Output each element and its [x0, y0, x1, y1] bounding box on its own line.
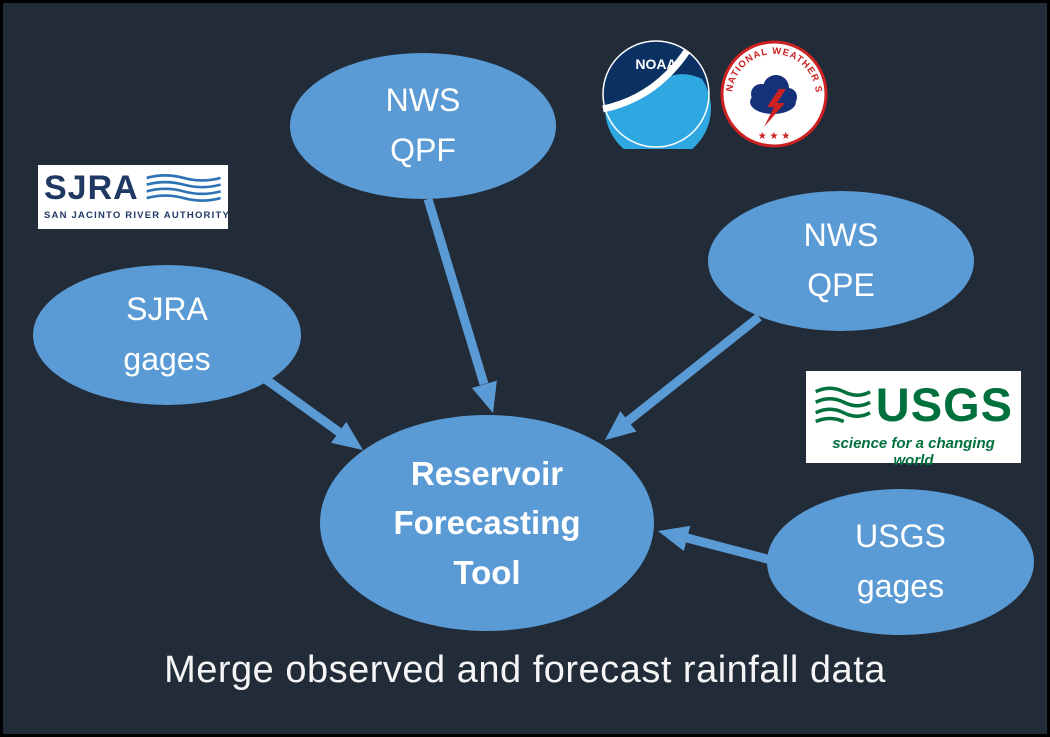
node-nws-qpf-line1: NWS	[385, 82, 461, 119]
node-sjra-gages-line1: SJRA	[126, 291, 208, 328]
noaa-logo: NOAA	[601, 39, 711, 162]
sjra-waves-icon	[146, 174, 221, 202]
arrow-qpe-head-icon	[605, 411, 637, 440]
node-sjra-gages: SJRA gages	[33, 265, 301, 405]
nws-logo: NATIONAL WEATHER SERVICE ★ ★ ★	[715, 31, 829, 149]
node-nws-qpe: NWS QPE	[708, 191, 974, 331]
noaa-emblem-icon: NOAA	[602, 40, 711, 162]
usgs-logo: USGS science for a changing world	[806, 371, 1021, 469]
arrow-qpe-to-tool	[625, 313, 762, 425]
node-nws-qpe-line1: NWS	[803, 217, 879, 254]
arrow-qpf-head-icon	[471, 380, 497, 413]
node-usgs-gages: USGS gages	[767, 489, 1034, 635]
node-nws-qpf: NWS QPF	[290, 53, 556, 199]
node-usgs-gages-line2: gages	[856, 568, 945, 604]
node-tool-line3: Tool	[453, 553, 521, 591]
arrow-qpf-to-tool	[423, 197, 489, 386]
noaa-acronym: NOAA	[635, 56, 676, 72]
arrow-usgs-head-icon	[658, 525, 691, 551]
caption: Merge observed and forecast rainfall dat…	[164, 649, 886, 691]
node-tool-line2: Forecasting	[393, 504, 581, 542]
node-reservoir-forecasting-tool: Reservoir Forecasting Tool	[320, 415, 654, 631]
node-nws-qpe-line2: QPE	[807, 267, 875, 303]
nws-lightning-icon	[764, 89, 786, 127]
usgs-tagline: science for a changing world	[832, 435, 995, 469]
usgs-acronym: USGS	[875, 377, 1013, 431]
arrow-usgs-to-tool	[685, 533, 773, 565]
node-tool-line1: Reservoir	[410, 454, 564, 492]
node-usgs-gages-line1: USGS	[855, 518, 946, 555]
sjra-full-name: SAN JACINTO RIVER AUTHORITY	[44, 210, 230, 221]
node-sjra-gages-line2: gages	[123, 341, 211, 377]
nws-emblem-icon: NATIONAL WEATHER SERVICE ★ ★ ★	[715, 31, 828, 148]
sjra-logo: SJRA SAN JACINTO RIVER AUTHORITY	[38, 165, 230, 229]
nws-stars: ★ ★ ★	[758, 131, 790, 142]
arrow-sjra-head-icon	[331, 421, 363, 450]
usgs-waves-icon	[814, 386, 871, 424]
sjra-acronym: SJRA	[44, 168, 139, 207]
node-nws-qpf-line2: QPF	[390, 132, 456, 168]
